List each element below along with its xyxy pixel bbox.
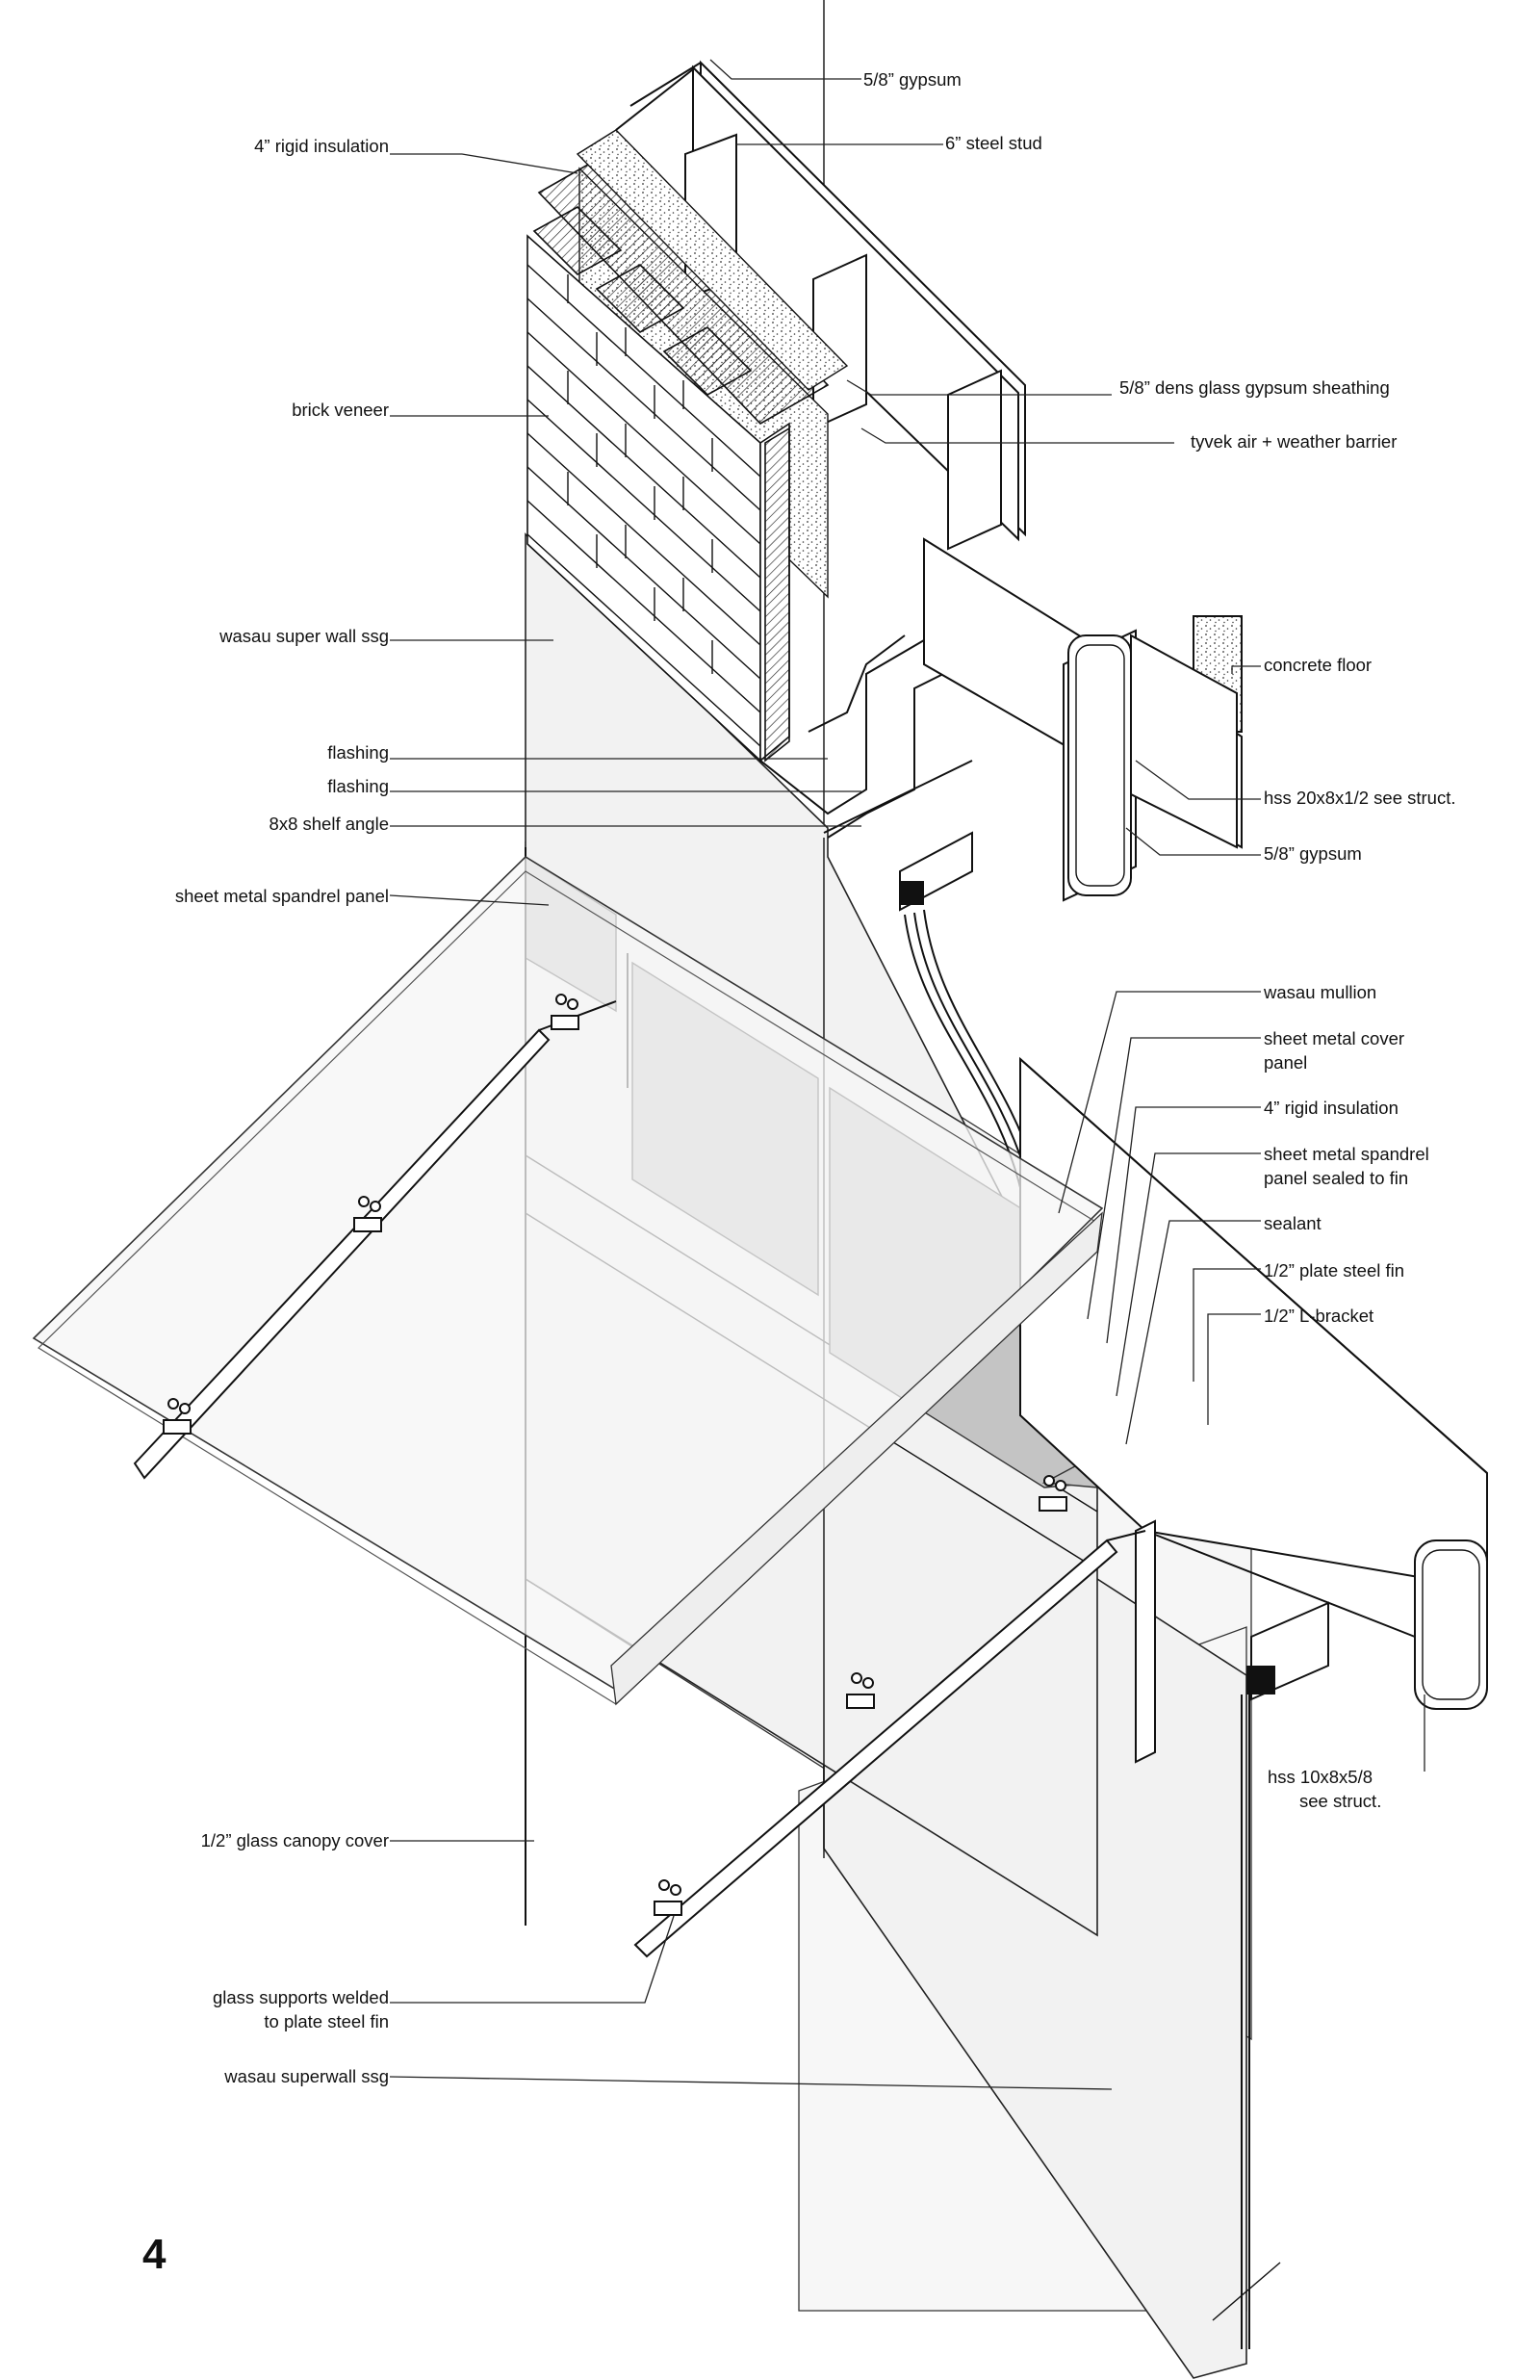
label-glass-canopy: 1/2” glass canopy cover (201, 1830, 389, 1850)
label-glass-supports-line2: to plate steel fin (264, 2011, 389, 2031)
label-spandrel-panel: sheet metal spandrel panel (175, 886, 389, 906)
label-plate-fin: 1/2” plate steel fin (1264, 1260, 1404, 1281)
label-hss-20: hss 20x8x1/2 see struct. (1264, 788, 1456, 808)
label-spandrel-sealed-line2: panel sealed to fin (1264, 1168, 1408, 1188)
label-sealant: sealant (1264, 1213, 1322, 1233)
label-l-bracket: 1/2” L-bracket (1264, 1306, 1373, 1326)
wall-assembly-top (526, 60, 1243, 912)
label-spandrel-sealed-line1: sheet metal spandrel (1264, 1144, 1429, 1164)
label-dens-glass: 5/8” dens glass gypsum sheathing (1119, 377, 1390, 398)
label-gypsum-top: 5/8” gypsum (863, 69, 962, 90)
label-steel-stud: 6” steel stud (945, 133, 1042, 153)
drawing-number: 4 (142, 2231, 167, 2278)
label-shelf-angle: 8x8 shelf angle (270, 814, 389, 834)
label-wasau-mullion: wasau mullion (1263, 982, 1376, 1002)
label-flashing-2: flashing (327, 776, 389, 796)
glass-canopy (32, 855, 1146, 1958)
label-brick-veneer: brick veneer (292, 400, 389, 420)
label-rigid-insulation-top: 4” rigid insulation (254, 136, 389, 156)
label-flashing-1: flashing (327, 742, 389, 763)
label-concrete-floor: concrete floor (1264, 655, 1372, 675)
label-cover-panel-line1: sheet metal cover (1264, 1028, 1404, 1048)
label-wasau-superwall: wasau superwall ssg (223, 2066, 389, 2086)
label-tyvek: tyvek air + weather barrier (1191, 431, 1397, 452)
label-hss-10-line2: see struct. (1299, 1791, 1381, 1811)
annotation-labels: 5/8” gypsum 6” steel stud 4” rigid insul… (142, 69, 1456, 2278)
label-hss-10-line1: hss 10x8x5/8 (1268, 1767, 1373, 1787)
leader-lines (389, 59, 1425, 2090)
label-wasau-super-wall: wasau super wall ssg (218, 626, 389, 646)
label-rigid-insulation-mid: 4” rigid insulation (1264, 1098, 1399, 1118)
label-cover-panel-line2: panel (1264, 1052, 1307, 1073)
mullion-and-fin-assembly (904, 909, 1488, 1764)
label-gypsum-bottom: 5/8” gypsum (1264, 843, 1362, 864)
label-glass-supports-line1: glass supports welded (213, 1987, 389, 2007)
